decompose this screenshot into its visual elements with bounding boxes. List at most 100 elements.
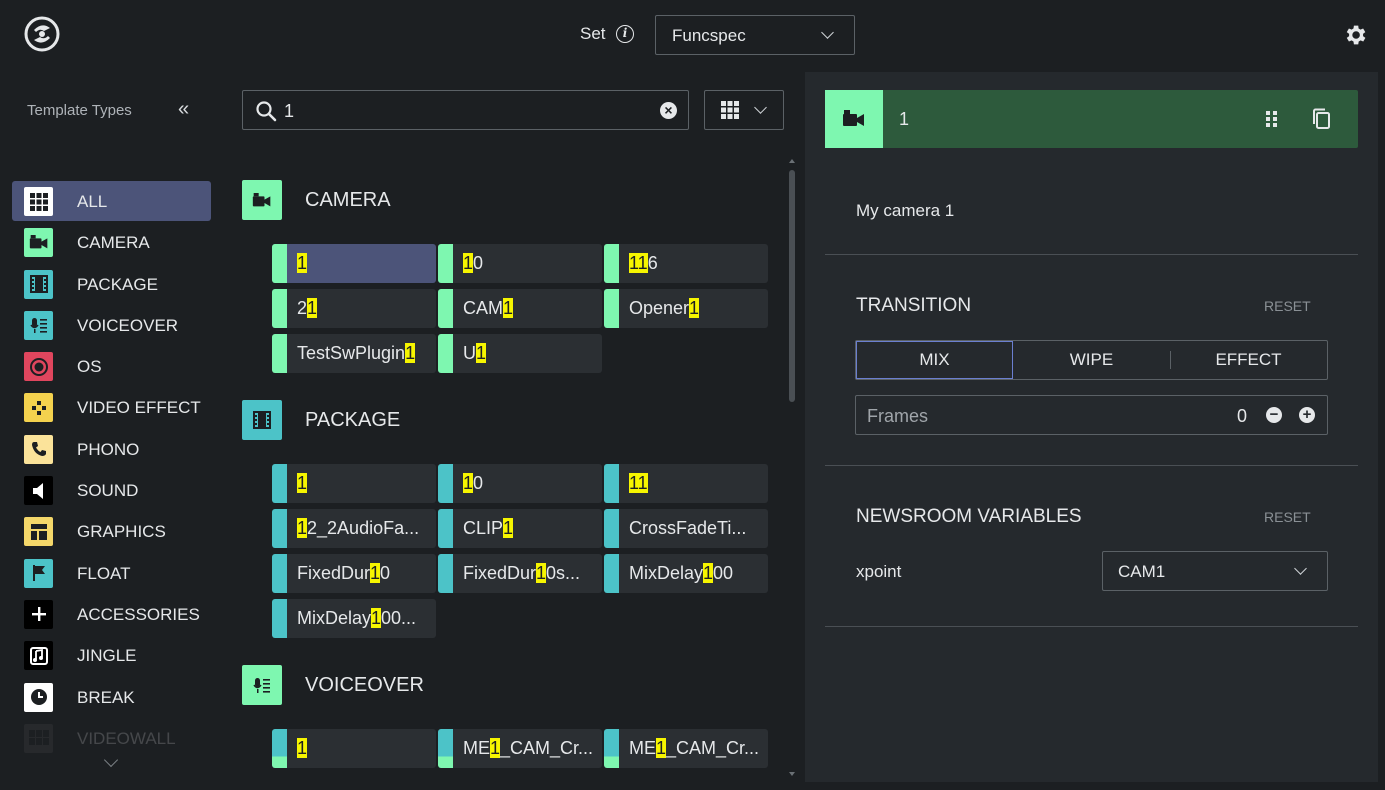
chevron-down-icon — [821, 26, 834, 39]
template-tile[interactable]: 10 — [438, 464, 602, 503]
tile-label-text: ME — [463, 738, 490, 758]
tile-color-bar — [438, 334, 453, 373]
gear-icon[interactable] — [1342, 22, 1368, 48]
template-tile[interactable]: CLIP1 — [438, 509, 602, 548]
tile-color-bar — [272, 509, 287, 548]
tile-color-bar — [604, 729, 619, 768]
clear-search-icon[interactable]: × — [660, 102, 677, 119]
sidebar-item-videowall[interactable]: VIDEOWALL — [12, 718, 211, 759]
tile-label-text: MixDelay — [629, 563, 704, 583]
template-name[interactable]: 1 — [899, 109, 910, 129]
template-tile[interactable]: TestSwPlugin1 — [272, 334, 436, 373]
scroll-down-arrow[interactable] — [789, 772, 795, 776]
frames-stepper[interactable]: Frames 0 − + — [855, 395, 1328, 435]
tile-label-text: 2_2AudioFa... — [307, 518, 420, 538]
increment-icon[interactable]: + — [1299, 407, 1315, 423]
search-input[interactable]: 1 — [284, 101, 295, 121]
sidebar-item-float[interactable]: FLOAT — [12, 553, 211, 594]
tile-label-text: _CAM_Cr... — [500, 738, 594, 758]
transition-mix-option[interactable]: MIX — [856, 341, 1013, 379]
template-types-title: Template Types — [27, 102, 132, 119]
sidebar-item-graphics[interactable]: GRAPHICS — [12, 511, 211, 552]
transition-reset-button[interactable]: RESET — [1264, 298, 1311, 314]
phone-icon — [24, 434, 53, 464]
tile-label: TestSwPlugin1 — [297, 343, 431, 364]
frames-value[interactable]: 0 — [1236, 406, 1247, 426]
template-tile[interactable]: ME1_CAM_Cr... — [604, 729, 768, 768]
scrollbar[interactable] — [789, 170, 795, 402]
template-tile[interactable]: Opener1 — [604, 289, 768, 328]
tile-label: FixedDur10 — [297, 563, 431, 584]
sidebar-item-camera[interactable]: CAMERA — [12, 222, 211, 263]
template-tile[interactable]: 10 — [438, 244, 602, 283]
camera-icon — [242, 180, 282, 220]
sidebar-item-label: FLOAT — [77, 563, 131, 583]
sidebar-item-jingle[interactable]: JINGLE — [12, 635, 211, 676]
sidebar-item-package[interactable]: PACKAGE — [12, 264, 211, 305]
search-match-highlight: 1 — [703, 563, 714, 583]
sidebar-item-all[interactable]: ALL — [12, 181, 211, 221]
template-tile[interactable]: U1 — [438, 334, 602, 373]
template-tile[interactable]: 1 — [272, 729, 436, 768]
template-tile[interactable]: 11 — [604, 464, 768, 503]
template-tile[interactable]: CAM1 — [438, 289, 602, 328]
sidebar-item-phono[interactable]: PHONO — [12, 429, 211, 470]
copy-icon[interactable] — [1311, 108, 1331, 130]
tile-label: CrossFadeTi... — [629, 518, 763, 539]
template-tile[interactable]: ME1_CAM_Cr... — [438, 729, 602, 768]
search-match-highlight: 1 — [689, 298, 700, 318]
tile-label-text: 0s... — [546, 563, 581, 583]
sidebar-item-break[interactable]: BREAK — [12, 677, 211, 718]
template-tile[interactable]: 116 — [604, 244, 768, 283]
tile-color-bar — [604, 244, 619, 283]
tile-label-text: CLIP — [463, 518, 504, 538]
voiceover-icon — [24, 310, 53, 340]
drag-handle-icon[interactable] — [1265, 110, 1279, 128]
layout-icon — [24, 517, 53, 547]
template-tile[interactable]: MixDelay100... — [272, 599, 436, 638]
template-tile[interactable]: 1 — [272, 244, 436, 283]
template-tile[interactable]: MixDelay100 — [604, 554, 768, 593]
tile-color-bar — [272, 599, 287, 638]
sidebar-item-os[interactable]: OS — [12, 346, 211, 387]
detail-panel — [805, 72, 1378, 782]
search-box[interactable]: 1 × — [242, 90, 689, 130]
decrement-icon[interactable]: − — [1266, 407, 1282, 423]
sidebar-item-video-effect[interactable]: VIDEO EFFECT — [12, 387, 211, 428]
template-tile[interactable]: CrossFadeTi... — [604, 509, 768, 548]
view-mode-button[interactable] — [704, 90, 784, 130]
transition-wipe-option[interactable]: WIPE — [1069, 350, 1114, 369]
template-tile[interactable]: 12_2AudioFa... — [272, 509, 436, 548]
search-match-highlight: 1 — [503, 298, 514, 318]
sidebar-item-accessories[interactable]: ACCESSORIES — [12, 594, 211, 635]
search-match-highlight: 1 — [503, 518, 514, 538]
clock-icon — [24, 682, 53, 712]
chevron-down-icon — [754, 101, 767, 114]
grid-icon — [24, 187, 53, 216]
tile-label: 10 — [463, 473, 597, 494]
sidebar-item-sound[interactable]: SOUND — [12, 470, 211, 511]
transition-effect-option[interactable]: EFFECT — [1170, 341, 1327, 379]
template-tile[interactable]: 21 — [272, 289, 436, 328]
tile-label: FixedDur10s... — [463, 563, 597, 584]
set-select[interactable]: Funcspec — [655, 15, 855, 55]
xpoint-select[interactable]: CAM1 — [1102, 551, 1328, 591]
collapse-sidebar-icon[interactable]: « — [178, 98, 190, 120]
tile-color-bar — [438, 464, 453, 503]
voiceover-icon — [242, 665, 282, 705]
newsroom-reset-button[interactable]: RESET — [1264, 509, 1311, 525]
template-tile[interactable]: FixedDur10 — [272, 554, 436, 593]
tile-label: 1 — [297, 253, 431, 274]
search-match-highlight: 1 — [463, 253, 474, 273]
sidebar-item-label: CAMERA — [77, 233, 150, 253]
sidebar-item-voiceover[interactable]: VOICEOVER — [12, 305, 211, 346]
template-tile[interactable]: FixedDur10s... — [438, 554, 602, 593]
sidebar-item-label: OS — [77, 357, 102, 377]
frames-label: Frames — [867, 406, 929, 426]
template-tile[interactable]: 1 — [272, 464, 436, 503]
jingle-icon — [24, 641, 53, 671]
scroll-up-arrow[interactable] — [789, 159, 795, 163]
info-icon[interactable]: i — [616, 25, 634, 43]
flag-icon — [24, 558, 53, 588]
